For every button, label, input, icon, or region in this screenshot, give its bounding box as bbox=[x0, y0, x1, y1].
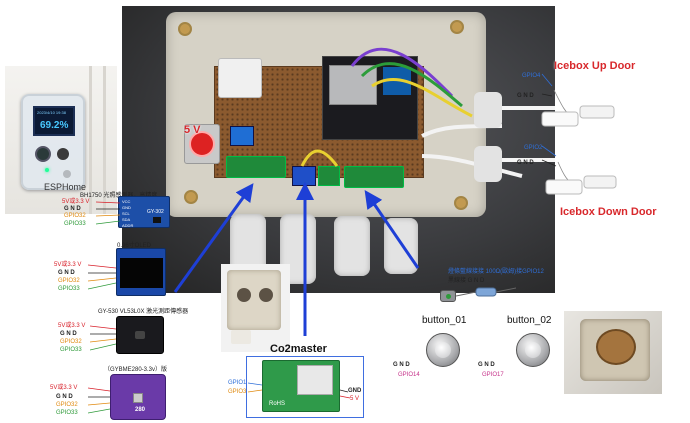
rj45-connector bbox=[218, 58, 262, 98]
button-plate bbox=[227, 270, 281, 330]
enclosure-screw-bl bbox=[184, 190, 198, 204]
esphome-led bbox=[45, 168, 49, 172]
icebox-up-title: Icebox Up Door bbox=[554, 60, 636, 72]
vl53-caption: GY-530 VL53L0X 激光測距傳感器 bbox=[98, 309, 189, 315]
button2-body bbox=[516, 333, 550, 367]
vl53-board bbox=[116, 316, 164, 354]
button1-title: button_01 bbox=[422, 315, 467, 326]
oled-caption: 0.96寸OLED bbox=[117, 243, 152, 249]
icebox-down-gnd: G N D bbox=[517, 160, 534, 166]
enclosure-screw-tr bbox=[450, 20, 464, 34]
oled-pin-gnd: G N D bbox=[58, 270, 75, 276]
bh1750-board-name: GY-302 bbox=[147, 209, 164, 215]
bh1750-pin-gpio32: GPIO32 bbox=[64, 213, 86, 219]
vl53-pin-gpio33: GPIO33 bbox=[60, 347, 82, 353]
bme-caption: （GYBME280-3.3v）版 bbox=[104, 367, 168, 373]
icebox-down-gpio2: GPIO2 bbox=[524, 145, 543, 151]
button2-pin-gpio17: GPIO17 bbox=[482, 372, 504, 378]
enclosure-photo bbox=[122, 6, 555, 293]
indicator-resistor bbox=[456, 287, 516, 297]
bh1750-board-pin-addr: ADDR bbox=[122, 223, 134, 228]
indicator-caption-1: 燈條藍線接接 100Ω(歐姆)接GPIO12 bbox=[448, 269, 544, 275]
vl53-pin-5v: 5V或3.3 V bbox=[58, 323, 86, 329]
bh1750-wires bbox=[96, 201, 120, 225]
enclosure-wires bbox=[300, 47, 523, 178]
oled-pin-gpio33: GPIO33 bbox=[58, 286, 80, 292]
button1-pin-gpio14: GPIO14 bbox=[398, 372, 420, 378]
button1-body bbox=[426, 333, 460, 367]
bme-pin-gnd: G N D bbox=[56, 394, 73, 400]
co2-pin-gpio1: GPIO1 bbox=[228, 380, 247, 386]
co2-board-text: RoHS bbox=[269, 401, 286, 407]
esphome-label: ESPHome bbox=[44, 182, 87, 192]
icebox-up-gnd: G N D bbox=[517, 93, 534, 99]
co2-wires bbox=[247, 382, 351, 399]
buck-converter bbox=[184, 124, 220, 164]
bh1750-pin-5v: 5V或3.3 V bbox=[62, 199, 90, 205]
oled-pin-5v: 5V或3.3 V bbox=[54, 262, 82, 268]
esphome-sensor-knob-2 bbox=[57, 148, 69, 160]
cable-gland-right-1 bbox=[474, 92, 502, 128]
button-back-photo bbox=[564, 311, 662, 394]
bme-wires bbox=[88, 387, 110, 414]
bh1750-board-pin-sda: SDA bbox=[122, 217, 131, 222]
bme-pin-gpio33: GPIO33 bbox=[56, 410, 78, 416]
green-terminal-left bbox=[226, 156, 286, 178]
oled-board bbox=[116, 248, 166, 296]
vl53-pin-gpio32: GPIO32 bbox=[60, 339, 82, 345]
icebox-up-gpio4: GPIO4 bbox=[522, 73, 541, 79]
vl53-pin-gnd: G N D bbox=[60, 331, 77, 337]
indicator-led bbox=[440, 290, 456, 302]
esphome-sensor-knob bbox=[35, 146, 51, 162]
co2-frame bbox=[246, 356, 364, 418]
bme-pin-gpio32: GPIO32 bbox=[56, 402, 78, 408]
bh1750-board: GY-302 bbox=[118, 196, 170, 228]
button2-pin-gnd: G N D bbox=[478, 362, 495, 368]
co2-pin-5v: 5 V bbox=[350, 396, 360, 402]
bh1750-pin-gnd: G N D bbox=[64, 206, 81, 212]
green-terminal-mid bbox=[318, 166, 340, 186]
esphome-screen-date: 2023/4/10 19:38 bbox=[37, 110, 66, 115]
indicator-caption-2: 黑線接 G N D bbox=[448, 278, 485, 284]
bme-pin-5v: 5V或3.3 V bbox=[50, 385, 78, 391]
cable-gland-3 bbox=[334, 216, 370, 276]
co2-board: RoHS bbox=[262, 360, 340, 412]
cable-gland-right-2 bbox=[474, 146, 502, 182]
blue-terminal bbox=[230, 126, 254, 146]
esphome-photo: 2023/4/10 19:38 69.2% bbox=[5, 66, 117, 214]
button-back-wiring bbox=[596, 329, 636, 365]
button2-title: button_02 bbox=[507, 315, 552, 326]
enclosure-screw-br bbox=[454, 196, 468, 210]
icebox-sensors bbox=[541, 73, 617, 195]
oled-screen bbox=[120, 258, 163, 288]
co2-pin-gpio3: GPIO3 bbox=[228, 389, 247, 395]
bh1750-board-pin-scl: SCL bbox=[122, 211, 130, 216]
esphome-screen: 2023/4/10 19:38 69.2% bbox=[33, 106, 75, 136]
vl53-wires bbox=[90, 325, 116, 351]
bh1750-board-pin-gnd: GND bbox=[122, 205, 131, 210]
enclosure-5v-label: 5 V bbox=[184, 124, 201, 136]
green-terminal-right bbox=[344, 166, 404, 188]
icebox-down-title: Icebox Down Door bbox=[560, 206, 657, 218]
co2-pin-gnd: GND bbox=[348, 388, 362, 394]
enclosure-screw-tl bbox=[178, 22, 192, 36]
co2-title: Co2master bbox=[270, 343, 327, 355]
bh1750-board-pin-vcc: VCC bbox=[122, 199, 131, 204]
oled-pin-gpio32: GPIO32 bbox=[58, 278, 80, 284]
button1-pin-gnd: G N D bbox=[393, 362, 410, 368]
bh1750-pin-gpio33: GPIO33 bbox=[64, 221, 86, 227]
button-plate-photo bbox=[221, 264, 290, 352]
esphome-screen-value: 69.2% bbox=[40, 120, 69, 131]
bme-board: 280 bbox=[110, 374, 166, 420]
bme-board-name: 280 bbox=[135, 407, 146, 413]
oled-wires bbox=[88, 264, 116, 290]
